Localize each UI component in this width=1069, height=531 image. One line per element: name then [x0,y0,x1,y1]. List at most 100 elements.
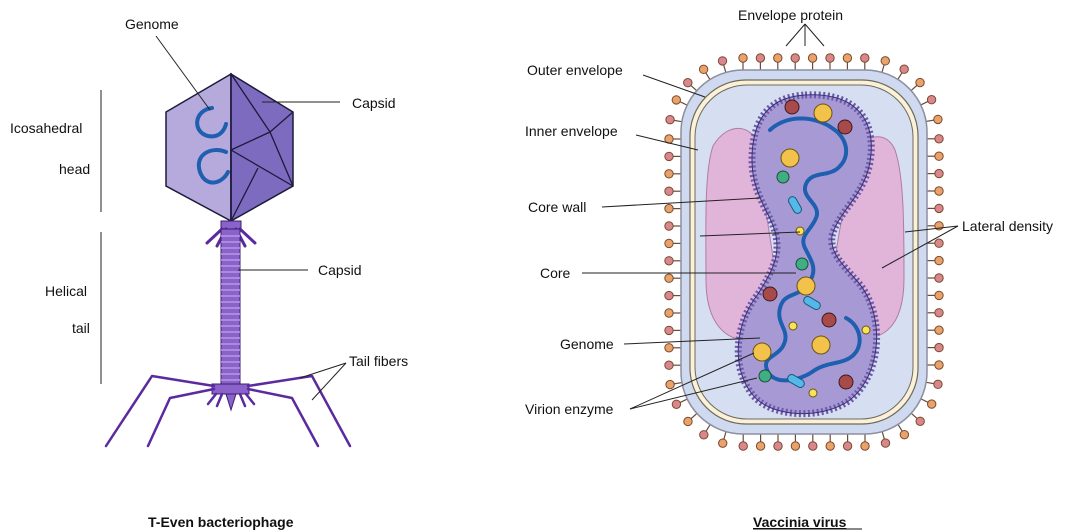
envelope-protein-spike [774,434,782,450]
envelope-protein-spike [927,274,943,282]
envelope-protein-spike [791,54,799,70]
envelope-protein-spike [927,169,943,177]
envelope-protein-spike [666,380,682,388]
envelope-protein-spike [927,152,943,160]
enzyme-yellow [812,336,830,354]
vaccinia-illustration: Envelope protein Outer envelope Inner en… [525,7,1053,530]
envelope-protein-spike [672,399,687,408]
label-core: Core [540,265,571,281]
enzyme-yellow-small [796,227,804,235]
phage-head-dark-face [231,74,293,221]
envelope-protein-spike [665,135,681,143]
label-head: head [59,161,90,177]
enzyme-red [838,120,852,134]
envelope-protein-spike [826,54,834,70]
envelope-protein-spike [881,57,889,73]
label-phage-capsid-head: Capsid [352,95,396,111]
phage-head-light-face [166,74,231,221]
envelope-protein-spike [739,54,747,70]
enzyme-yellow [797,277,815,295]
enzyme-yellow [781,149,799,167]
bacteriophage-illustration: Genome Capsid Icosahedral head Helical t… [10,16,408,530]
envelope-protein-spike [665,152,681,160]
label-vaccinia-genome: Genome [560,336,614,352]
envelope-protein-spike [898,424,909,438]
enzyme-green [759,370,771,382]
envelope-protein-spike [700,425,711,439]
envelope-protein-spike [665,239,681,247]
envelope-protein-spike [927,204,943,212]
enzyme-yellow-small [862,326,870,334]
phage-tail-sheath [221,229,240,384]
envelope-protein-spike [672,96,687,105]
label-tail: tail [72,320,90,336]
enzyme-red [822,313,836,327]
envelope-protein-spike [665,309,681,317]
envelope-protein-spike [911,78,924,90]
envelope-protein-spike [927,326,943,334]
label-inner-envelope: Inner envelope [525,123,618,139]
label-outer-envelope: Outer envelope [527,62,623,78]
enzyme-yellow [814,104,832,122]
envelope-protein-spike [684,413,697,425]
envelope-protein-spike [926,380,942,388]
phage-collar [221,221,241,229]
envelope-protein-spike [927,239,943,247]
label-helical: Helical [45,283,87,299]
envelope-protein-spike [719,432,727,448]
envelope-protein-spike [665,222,681,230]
leader-phage-genome [156,36,210,110]
envelope-protein-spike [699,65,710,79]
envelope-protein-spike [808,54,816,70]
envelope-protein-spike [881,432,889,448]
phage-tail-tip [226,394,236,410]
envelope-protein-spike [665,170,681,178]
envelope-protein-spike [921,399,936,408]
envelope-protein-spike [861,54,869,70]
enzyme-red [785,100,799,114]
enzyme-yellow-small [789,322,797,330]
envelope-protein-spike [861,434,869,450]
enzyme-red [763,287,777,301]
label-lateral-density: Lateral density [962,218,1053,234]
envelope-protein-spike [927,135,943,143]
enzyme-green [777,171,789,183]
envelope-protein-spike [665,344,681,352]
enzyme-red [839,375,853,389]
envelope-protein-spike [718,57,726,73]
envelope-protein-spike [774,54,782,70]
envelope-protein-spike [911,413,924,425]
label-icosahedral: Icosahedral [10,120,82,136]
enzyme-yellow-small [809,389,817,397]
envelope-protein-spike [921,96,936,105]
caption-vaccinia: Vaccinia virus [753,514,847,530]
label-tail-fibers: Tail fibers [349,353,408,369]
envelope-protein-spike [927,343,943,351]
envelope-protein-spike [665,204,681,212]
envelope-protein-spike [665,274,681,282]
envelope-protein-spike [843,54,851,70]
envelope-protein-spike [927,361,943,369]
envelope-protein-spike [927,187,943,195]
label-envelope-protein: Envelope protein [738,7,843,23]
envelope-protein-spike [927,309,943,317]
enzyme-green [796,258,808,270]
envelope-protein-spike [756,54,764,70]
label-virion-enzyme: Virion enzyme [525,401,614,417]
caption-bacteriophage: T-Even bacteriophage [148,514,294,530]
envelope-protein-spike [684,79,697,91]
envelope-protein-spike [927,256,943,264]
envelope-protein-spike [926,115,942,123]
envelope-protein-spike [756,434,764,450]
envelope-protein-spike [665,257,681,265]
envelope-protein-spike [665,361,681,369]
enzyme-yellow [753,343,771,361]
envelope-protein-spike [927,291,943,299]
envelope-protein-spike [791,434,799,450]
label-phage-capsid-tail: Capsid [318,262,362,278]
envelope-protein-spike [739,434,747,450]
envelope-protein-spike [665,326,681,334]
envelope-protein-spike [898,65,909,79]
phage-baseplate [212,384,249,394]
